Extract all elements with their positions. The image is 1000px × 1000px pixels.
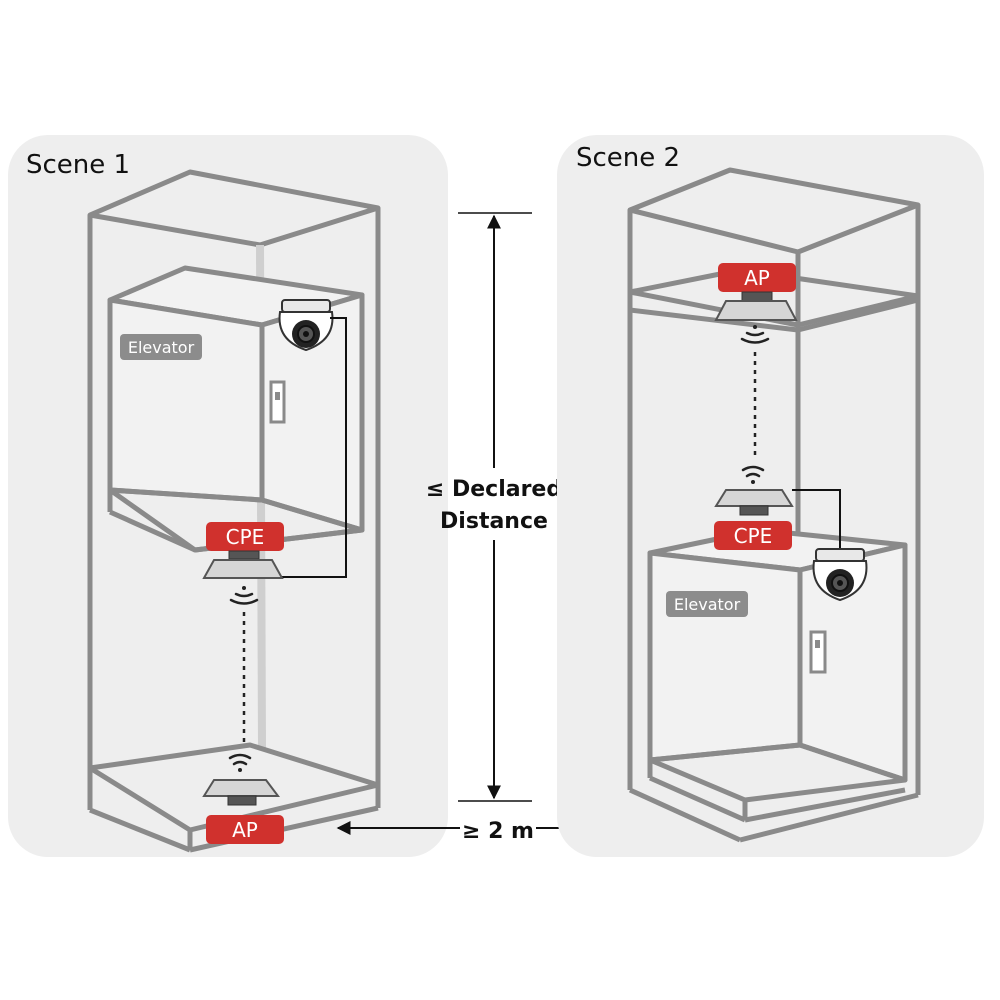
scene-2-cpe-tag	[714, 521, 792, 550]
scene-2-ap-signal-icon	[740, 325, 770, 344]
scene-2-ap-label: AP	[744, 266, 770, 290]
scene-1-ap-device-icon	[202, 779, 280, 806]
scene-2-cpe-signal-icon	[741, 465, 765, 484]
scene-1-cpe-tag	[206, 522, 284, 551]
scene-2-title: Scene 2	[576, 143, 680, 173]
declared-distance-label-line2: Distance	[440, 509, 548, 534]
scene-1-elevator-tag	[120, 334, 202, 360]
vertical-dimension: ≤ Declared Distance	[426, 212, 562, 802]
min-spacing-label: ≥ 2 m	[462, 819, 534, 844]
scene-1-elevator-label: Elevator	[128, 338, 195, 357]
scene-1-cpe-signal-icon	[229, 586, 259, 605]
scene-2-elevator-label: Elevator	[674, 595, 741, 614]
scene-2-camera-icon	[812, 548, 868, 602]
scene-1-ap-tag	[206, 815, 284, 844]
scene-2-cpe-device-icon	[714, 489, 794, 516]
scene-1-cpe-label: CPE	[226, 525, 265, 549]
scene-2-cpe-label: CPE	[734, 524, 773, 548]
scene-1-cable	[280, 317, 347, 578]
declared-distance-label-line1: ≤ Declared	[426, 477, 562, 502]
scene-2-elevator-tag	[666, 591, 748, 617]
scene-1-cpe-device-icon	[202, 550, 284, 579]
scene-2: Scene 2 Ele	[557, 135, 984, 857]
scene-1-ap-signal-icon	[228, 753, 252, 772]
scene-1-title: Scene 1	[26, 150, 130, 180]
scene-2-ap-tag	[718, 263, 796, 292]
scene-1-camera-icon	[278, 299, 334, 352]
scene-1: Scene 1 Elevator	[8, 135, 448, 857]
scene-2-cable	[792, 489, 841, 548]
scene-1-ap-label: AP	[232, 818, 258, 842]
scene-2-ap-device-icon	[714, 291, 798, 321]
